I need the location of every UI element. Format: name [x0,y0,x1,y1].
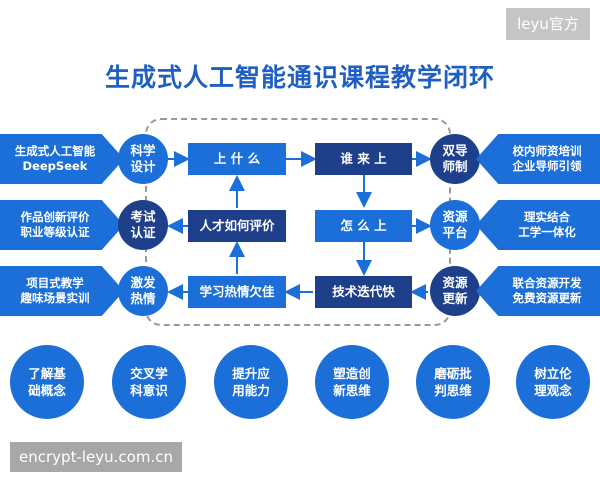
right-banner-teacher-training: 校内师资培训 企业导师引领 [476,134,600,184]
bottom-circle-ethics: 树立伦 理观念 [516,345,590,419]
bottom-circle-basic-concepts: 了解基 础概念 [10,345,84,419]
left-banner-project: 项目式教学 趣味场景实训 [0,266,124,316]
circle-scientific-design: 科学 设计 [118,134,168,184]
box-low-passion: 学习热情欠佳 [188,276,286,308]
box-what-to-teach: 上 什 么 [188,143,286,175]
box-how-to-teach: 怎 么 上 [315,210,412,242]
box-fast-iteration: 技术迭代快 [315,276,412,308]
left-banner-evaluation: 作品创新评价 职业等级认证 [0,200,124,250]
bottom-circle-critical-thinking: 磨砺批 判思维 [416,345,490,419]
watermark-bottom: encrypt-leyu.com.cn [10,442,182,472]
circle-resource-platform: 资源 平台 [430,200,480,250]
watermark-top: leyu官方 [506,8,590,40]
circle-resource-update: 资源 更新 [430,266,480,316]
bottom-circle-innovation: 塑造创 新思维 [315,345,389,419]
box-talent-evaluation: 人才如何评价 [188,210,286,242]
circle-exam-certification: 考试 认证 [118,200,168,250]
bottom-circle-interdisciplinary: 交叉学 科意识 [112,345,186,419]
circle-dual-mentor: 双导 师制 [430,134,480,184]
bottom-circle-application: 提升应 用能力 [214,345,288,419]
diagram-title: 生成式人工智能通识课程教学闭环 [104,63,495,92]
left-banner-ai: 生成式人工智能 DeepSeek [0,134,124,184]
right-banner-resource-dev: 联合资源开发 免费资源更新 [476,266,600,316]
circle-inspire-passion: 激发 热情 [118,266,168,316]
box-who-teaches: 谁 来 上 [315,143,412,175]
right-banner-theory-practice: 理实结合 工学一体化 [476,200,600,250]
